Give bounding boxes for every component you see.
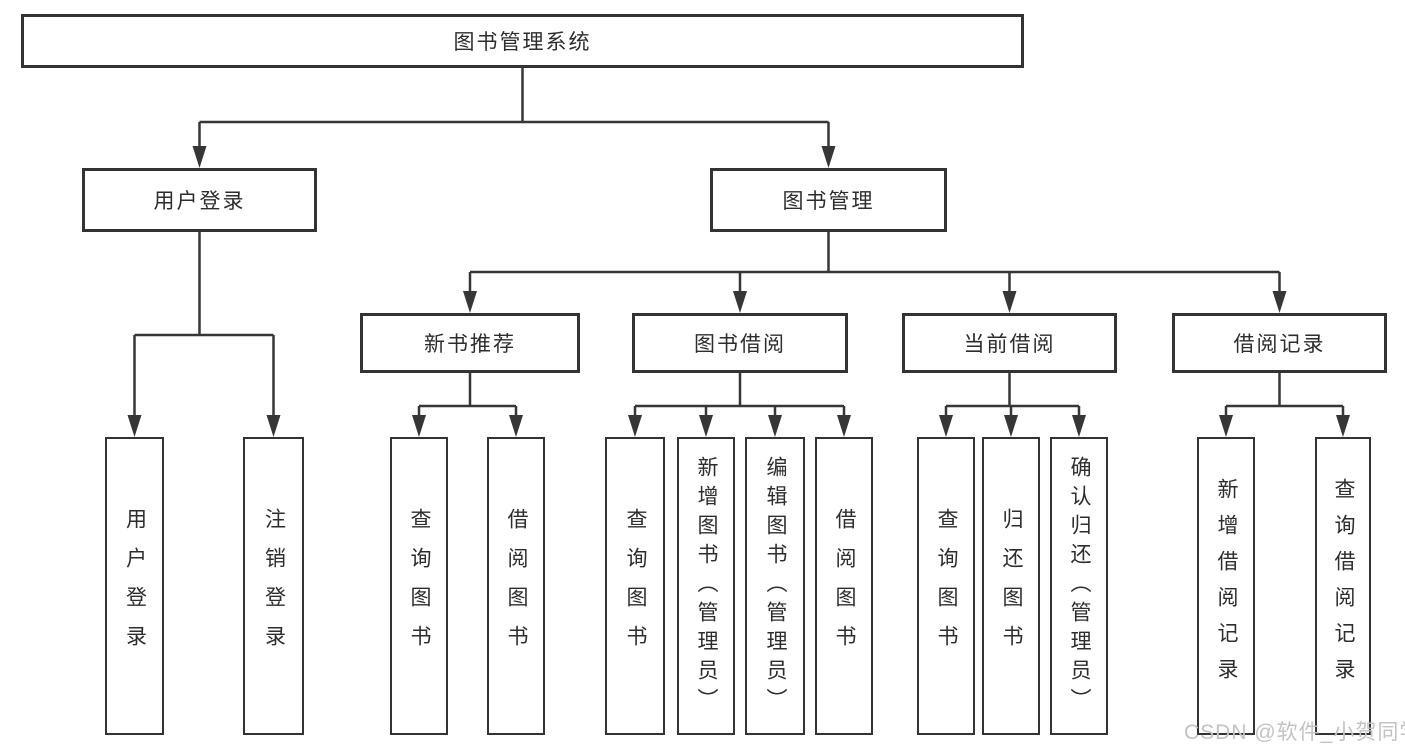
node-borrow-records-label: 借阅记录: [1233, 333, 1326, 356]
node-book-borrow: 图书借阅: [632, 313, 848, 373]
leaf-current-query-books: 查询图书: [917, 437, 975, 735]
leaf-current-return-books: 归还图书: [982, 437, 1040, 735]
leaf-borrow-add-books-admin: 新增图书（管理员）: [677, 437, 735, 735]
arrowhead: [1004, 415, 1018, 437]
edge-bookmgmt-to-level3: [468, 232, 1281, 293]
node-book-borrow-label: 图书借阅: [694, 333, 786, 356]
node-root: 图书管理系统: [21, 14, 1024, 68]
leaf-borrow-edit-books-admin-label: 编辑图书（管理员）: [764, 455, 787, 717]
node-current-borrow: 当前借阅: [902, 313, 1117, 373]
node-current-borrow-label: 当前借阅: [963, 333, 1056, 356]
leaf-records-add-record-label: 新增借阅记录: [1215, 478, 1238, 694]
leaf-newbook-borrow-books-label: 借阅图书: [505, 508, 528, 664]
node-book-management: 图书管理: [710, 168, 947, 232]
csdn-watermark: CSDN @软件_小贺同学: [1184, 721, 1405, 744]
arrowheads: [127, 146, 1350, 437]
arrowhead: [127, 415, 142, 437]
leaf-current-query-books-label: 查询图书: [935, 508, 958, 664]
leaf-records-add-record: 新增借阅记录: [1197, 437, 1255, 735]
edge-currentborrow-to-children: [944, 373, 1081, 417]
leaf-records-query-record-label: 查询借阅记录: [1332, 478, 1355, 694]
arrowhead: [266, 415, 281, 437]
arrowhead: [1272, 291, 1287, 313]
leaf-borrow-add-books-admin-label: 新增图书（管理员）: [695, 455, 718, 717]
edge-root-to-level2: [198, 68, 830, 148]
leaf-borrow-borrow-books: 借阅图书: [815, 437, 873, 735]
arrowhead: [412, 415, 426, 437]
leaf-user-login-label: 用户登录: [123, 508, 147, 664]
leaf-newbook-query-books: 查询图书: [390, 437, 448, 735]
leaf-borrow-query-books: 查询图书: [605, 437, 665, 735]
arrowhead: [837, 415, 851, 437]
node-borrow-records: 借阅记录: [1172, 313, 1387, 373]
node-user-login: 用户登录: [82, 168, 317, 232]
edge-bookborrow-to-children: [633, 373, 846, 417]
edge-records-to-children: [1224, 373, 1345, 417]
node-user-login-label: 用户登录: [153, 190, 246, 213]
leaf-borrow-query-books-label: 查询图书: [624, 508, 647, 664]
leaf-current-return-books-label: 归还图书: [1000, 508, 1023, 664]
node-new-book-recommend-label: 新书推荐: [424, 333, 516, 356]
arrowhead: [509, 415, 523, 437]
arrowhead: [768, 415, 782, 437]
arrowhead: [821, 146, 836, 168]
leaf-logout-login: 注销登录: [243, 437, 304, 735]
edge-userlogin-to-children: [133, 232, 275, 417]
leaf-records-query-record: 查询借阅记录: [1315, 437, 1371, 735]
leaf-newbook-borrow-books: 借阅图书: [487, 437, 545, 735]
arrowhead: [1072, 415, 1086, 437]
node-root-label: 图书管理系统: [453, 31, 592, 54]
leaf-current-confirm-return-admin: 确认归还（管理员）: [1050, 437, 1108, 735]
arrowhead: [939, 415, 953, 437]
arrowhead: [1336, 415, 1350, 437]
arrowhead: [628, 415, 642, 437]
leaf-borrow-borrow-books-label: 借阅图书: [833, 508, 856, 664]
leaf-newbook-query-books-label: 查询图书: [408, 508, 431, 664]
edge-newbook-to-children: [417, 373, 518, 417]
leaf-borrow-edit-books-admin: 编辑图书（管理员）: [745, 437, 805, 735]
leaf-logout-login-label: 注销登录: [262, 508, 286, 664]
arrowhead: [192, 146, 207, 168]
node-book-management-label: 图书管理: [782, 190, 875, 213]
arrowhead: [1219, 415, 1233, 437]
node-new-book-recommend: 新书推荐: [360, 313, 580, 373]
arrowhead: [463, 291, 477, 313]
arrowhead: [733, 291, 747, 313]
arrowhead: [1002, 291, 1017, 313]
leaf-user-login: 用户登录: [105, 437, 164, 735]
leaf-current-confirm-return-admin-label: 确认归还（管理员）: [1068, 455, 1091, 717]
arrowhead: [699, 415, 713, 437]
